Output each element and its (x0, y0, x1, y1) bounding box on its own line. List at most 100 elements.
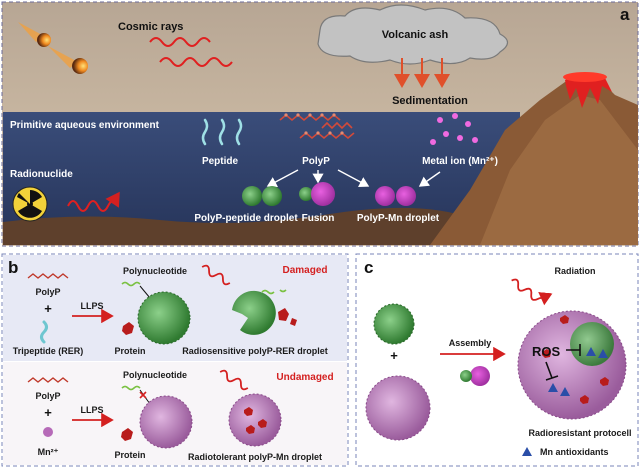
primitive-env-label: Primitive aqueous environment (10, 120, 160, 131)
metal-ion-label: Metal ion (Mn²⁺) (422, 156, 498, 167)
c-plus: + (390, 348, 398, 363)
panel-a: Volcanic ash Sedimentation a Cosmic rays… (1, 1, 639, 247)
seafloor (3, 200, 520, 245)
b-top-broken-droplet (232, 290, 276, 335)
b-bottom-polyp-label: PolyP (35, 391, 60, 401)
b-top-fragment-1 (261, 289, 275, 295)
b-top-tripeptide-icon (40, 320, 48, 344)
b-bottom-inner-protein-1 (244, 407, 253, 416)
b-top-radiation-wave (201, 264, 231, 286)
b-bottom-pink-droplet (139, 395, 193, 449)
meteor-2 (48, 46, 88, 74)
c-protocell (517, 310, 627, 420)
c-protocell-label: Radioresistant protocell (528, 428, 631, 438)
c-mn-triangles (548, 347, 608, 396)
sedimentation-label: Sedimentation (392, 95, 468, 107)
b-bottom-protein-label: Protein (114, 450, 145, 460)
c-protein-1 (560, 315, 569, 324)
radiation-hazard-icon (12, 186, 48, 222)
b-bottom-blocked-x (139, 391, 147, 399)
cosmic-ray-wave-1 (149, 37, 211, 47)
c-ros-label: ROS (532, 344, 561, 359)
metal-ion-dots (430, 113, 478, 145)
radionuclide-label: Radionuclide (10, 169, 73, 180)
polyp-mn-droplet-label: PolyP-Mn droplet (357, 213, 440, 224)
b-top-tripeptide-label: Tripeptide (RER) (13, 346, 84, 356)
lava (565, 74, 612, 108)
b-top-polyp-chain (27, 273, 69, 279)
b-bottom-polynucleotide-icon (121, 385, 141, 391)
b-bottom-llps-label: LLPS (80, 405, 103, 415)
arrow-peptide-droplet (266, 169, 299, 187)
arrow-metal-mn (418, 171, 441, 187)
c-protein-4 (580, 395, 589, 404)
b-bottom-plus: + (44, 405, 52, 420)
c-inhibit-2 (545, 361, 559, 381)
c-radiation-label: Radiation (554, 266, 595, 276)
c-protocell-green-core (570, 322, 614, 366)
b-bottom-radiation-wave (219, 369, 249, 391)
b-bottom-polynucleotide-label: Polynucleotide (123, 370, 187, 380)
b-bottom-polyp-chain (27, 377, 69, 383)
ash-cloud (317, 4, 509, 65)
b-bottom-mn-label: Mn²⁺ (38, 447, 59, 457)
cosmic-ray-wave-2 (159, 57, 233, 67)
crater (563, 72, 607, 82)
polyp-dots (284, 113, 344, 135)
b-bottom-inner-protein-2 (258, 419, 267, 428)
c-assembly-label: Assembly (449, 338, 492, 348)
c-mini-pink (470, 366, 490, 386)
c-mini-green (460, 370, 472, 382)
polyp-peptide-droplet-1 (242, 186, 262, 206)
polyp-peptide-droplet-label: PolyP-peptide droplet (194, 213, 298, 224)
c-green-droplet (373, 303, 415, 345)
c-inhibit-1 (566, 344, 581, 356)
b-bottom-intact-droplet (228, 393, 282, 447)
panel-a-letter: a (620, 5, 630, 24)
c-legend-triangle-icon (522, 447, 532, 456)
cosmic-rays-label: Cosmic rays (118, 21, 183, 33)
b-bottom-protein-icon (121, 428, 133, 441)
c-protein-2 (542, 349, 551, 358)
volcano-shade (480, 95, 638, 245)
c-protein-3 (600, 377, 609, 386)
b-bottom-mn-icon (43, 427, 53, 437)
peptide-icons (201, 118, 243, 146)
b-top-fragment-2 (279, 289, 287, 293)
b-top-llps-label: LLPS (80, 301, 103, 311)
arrow-polyp-mn (337, 169, 370, 187)
polyp-mn-droplet-2 (396, 186, 416, 206)
peptide-label: Peptide (202, 156, 239, 167)
b-top-droplet-label: Radiosensitive polyP-RER droplet (182, 346, 328, 356)
panel-c-letter: c (364, 258, 373, 277)
b-top-polynucleotide-label: Polynucleotide (123, 266, 187, 276)
meteor-1 (18, 22, 51, 47)
panel-b: b PolyP + Tripeptide (RER) LLPS Polynucl… (1, 253, 349, 467)
b-top-green-droplet (137, 291, 191, 345)
b-top-protein-icon (122, 322, 134, 335)
fusion-droplet-pink (311, 182, 335, 206)
polyp-mn-droplet-1 (375, 186, 395, 206)
c-radiation-wave (511, 278, 553, 306)
b-top-plus: + (44, 301, 52, 316)
c-legend-label: Mn antioxidants (540, 447, 609, 457)
b-top-polynucleotide-icon (121, 281, 141, 287)
radionuclide-wave (67, 191, 120, 212)
b-top-polynucleotide-pointer (139, 285, 151, 299)
b-bottom-inner-protein-3 (246, 425, 255, 434)
polyp-peptide-droplet-2 (262, 186, 282, 206)
fusion-label: Fusion (302, 213, 335, 224)
b-bottom-droplet-label: Radiotolerant polyP-Mn droplet (188, 452, 322, 462)
fusion-droplet-green (299, 187, 313, 201)
b-top-polyp-label: PolyP (35, 287, 60, 297)
panel-c: c + Assembly Radiation ROS Radioresistan… (355, 253, 639, 467)
polyp-label: PolyP (302, 156, 330, 167)
b-top-protein-label: Protein (114, 346, 145, 356)
b-top-status: Damaged (282, 265, 327, 276)
panel-b-letter: b (8, 258, 18, 277)
c-pink-droplet (365, 375, 431, 441)
volcanic-ash-label: Volcanic ash (382, 29, 449, 41)
b-bottom-status: Undamaged (276, 372, 333, 383)
b-top-broken-protein (278, 308, 297, 326)
